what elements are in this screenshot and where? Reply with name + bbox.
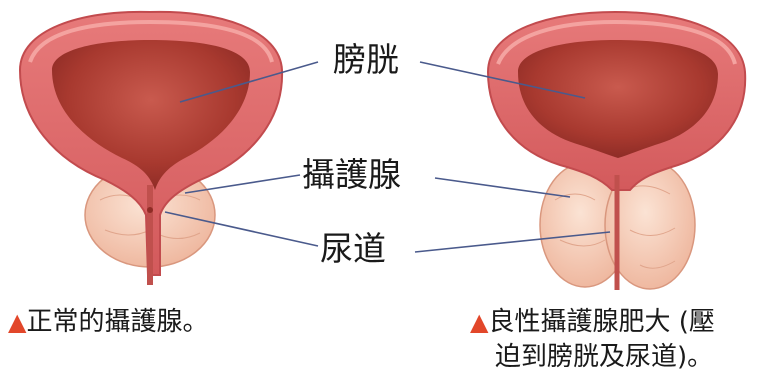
- caption-enlarged-line1: 良性攝護腺肥大 (壓: [488, 307, 714, 337]
- caption-enlarged: ▲良性攝護腺肥大 (壓 迫到膀胱及尿道)。: [470, 305, 715, 375]
- caption-normal: ▲正常的攝護腺。: [8, 305, 208, 340]
- caption-enlarged-line2: 迫到膀胱及尿道)。: [495, 342, 713, 372]
- label-bladder: 膀胱: [333, 43, 399, 76]
- normal-prostate-figure: [20, 12, 282, 285]
- label-prostate: 攝護腺: [302, 158, 401, 191]
- triangle-marker-icon: ▲: [8, 308, 26, 336]
- caption-normal-text: 正常的攝護腺。: [26, 307, 208, 337]
- triangle-marker-icon: ▲: [470, 308, 488, 336]
- enlarged-prostate-figure: [488, 12, 745, 290]
- label-urethra: 尿道: [320, 232, 386, 265]
